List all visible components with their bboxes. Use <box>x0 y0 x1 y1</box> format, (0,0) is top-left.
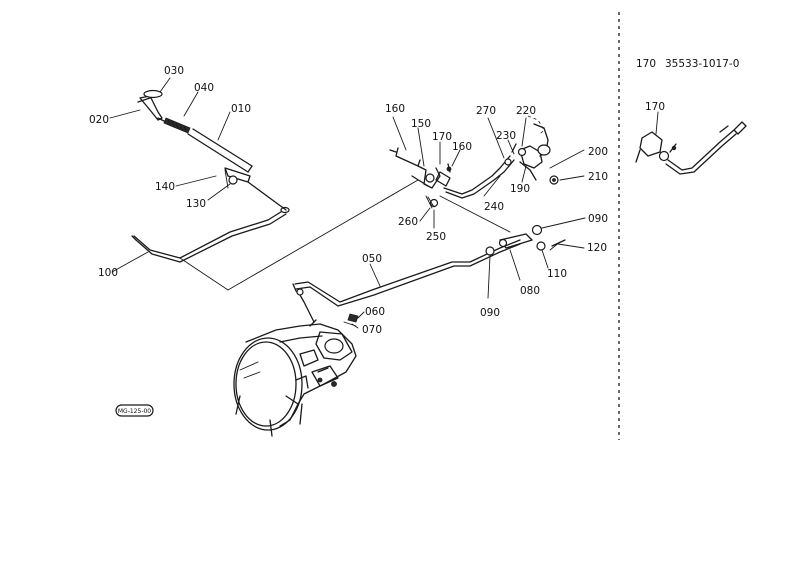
parts-060-070 <box>343 313 359 327</box>
callout-230: 230 <box>496 130 516 142</box>
shaft-010 <box>187 128 253 189</box>
rod-050 <box>292 239 521 323</box>
callout-140: 140 <box>155 181 175 193</box>
callout-080: 080 <box>520 285 540 297</box>
callout-070: 070 <box>362 324 382 336</box>
inset-header: 170 35533-1017-0 170 <box>636 58 739 113</box>
callout-250: 250 <box>426 231 446 243</box>
assembly-guide-line <box>179 179 419 291</box>
leader-lines <box>109 77 659 329</box>
callout-190: 190 <box>510 183 530 195</box>
callout-120: 120 <box>587 242 607 254</box>
callout-040: 040 <box>194 82 214 94</box>
callout-220: 220 <box>516 105 536 117</box>
callout-130: 130 <box>186 198 206 210</box>
callout-090a: 090 <box>588 213 608 225</box>
callout-170: 170 <box>432 131 452 143</box>
diagram-stamp: MG-125-00 <box>115 404 154 417</box>
rod-100 <box>131 181 290 263</box>
callout-150: 150 <box>411 118 431 130</box>
inset-header-number: 35533-1017-0 <box>665 58 739 70</box>
callout-160b: 160 <box>452 141 472 153</box>
callout-050: 050 <box>362 253 382 265</box>
lever-cluster-080 <box>485 224 566 256</box>
callout-labels: 030 040 010 020 140 130 100 160 150 170 … <box>89 65 608 336</box>
callout-090b: 090 <box>480 307 500 319</box>
callout-260: 260 <box>398 216 418 228</box>
callout-240: 240 <box>484 201 504 213</box>
engine-housing <box>233 319 357 437</box>
callout-200: 200 <box>588 146 608 158</box>
upper-right-cluster <box>504 115 559 185</box>
stamp-text: MG-125-00 <box>118 408 151 415</box>
callout-270: 270 <box>476 105 496 117</box>
pedal-assembly <box>137 89 191 134</box>
inset-callout-170: 170 <box>645 101 665 113</box>
callout-030: 030 <box>164 65 184 77</box>
assembly-guide-line-2 <box>439 195 511 233</box>
callout-010: 010 <box>231 103 251 115</box>
inset-drawing-170 <box>635 121 747 175</box>
callout-020: 020 <box>89 114 109 126</box>
inset-header-part: 170 <box>636 58 656 70</box>
callout-210: 210 <box>588 171 608 183</box>
callout-100: 100 <box>98 267 118 279</box>
bracket-cluster-150 <box>389 147 515 209</box>
callout-160a: 160 <box>385 103 405 115</box>
callout-060: 060 <box>365 306 385 318</box>
callout-110: 110 <box>547 268 567 280</box>
